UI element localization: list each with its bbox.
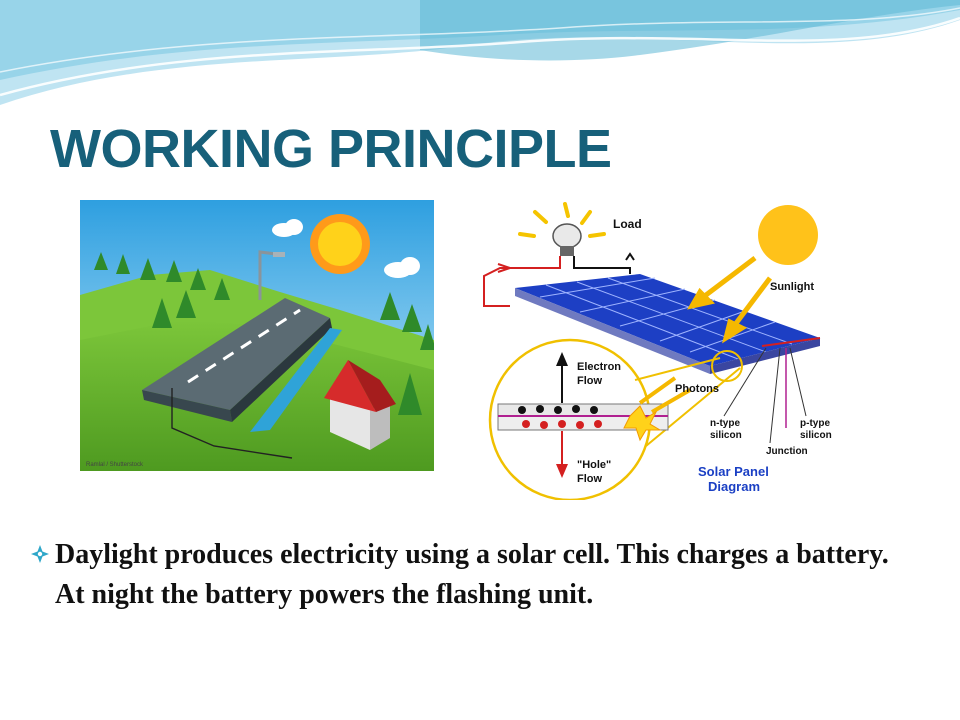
- p-type-label-1: p-type: [800, 418, 830, 429]
- light-bulb-icon: [518, 202, 606, 256]
- solar-panel-diagram: Load Sunlight: [470, 198, 850, 500]
- n-type-label-1: n-type: [710, 418, 740, 429]
- top-wave-decoration: [0, 0, 960, 105]
- photons-label: Photons: [675, 383, 719, 395]
- electron-flow-label-1: Electron: [577, 361, 621, 373]
- hole-flow-label-1: "Hole": [577, 459, 611, 471]
- bullet-text: Daylight produces electricity using a so…: [55, 539, 889, 610]
- sun-icon: [758, 205, 818, 265]
- slide-title: WORKING PRINCIPLE: [50, 119, 612, 179]
- bullet-point: Daylight produces electricity using a so…: [30, 535, 910, 615]
- solar-road-illustration: Ramlal / Shutterstock: [80, 200, 434, 471]
- electron-flow-label-2: Flow: [577, 375, 602, 387]
- n-type-label-2: silicon: [710, 430, 742, 441]
- sun-icon: [310, 214, 370, 274]
- diagram-caption-1: Solar Panel: [698, 464, 769, 479]
- cloud-icon: [272, 219, 420, 278]
- house-icon: [324, 360, 396, 450]
- diagram-caption-2: Diagram: [708, 479, 760, 494]
- load-label: Load: [613, 217, 642, 231]
- sunlight-label: Sunlight: [770, 281, 814, 293]
- solar-panel: [515, 274, 821, 374]
- hole-flow-label-2: Flow: [577, 473, 602, 485]
- diamond-bullet-icon: [31, 545, 49, 563]
- junction-label: Junction: [766, 446, 808, 457]
- image-caption: Ramlal / Shutterstock: [86, 462, 144, 468]
- p-type-label-2: silicon: [800, 430, 832, 441]
